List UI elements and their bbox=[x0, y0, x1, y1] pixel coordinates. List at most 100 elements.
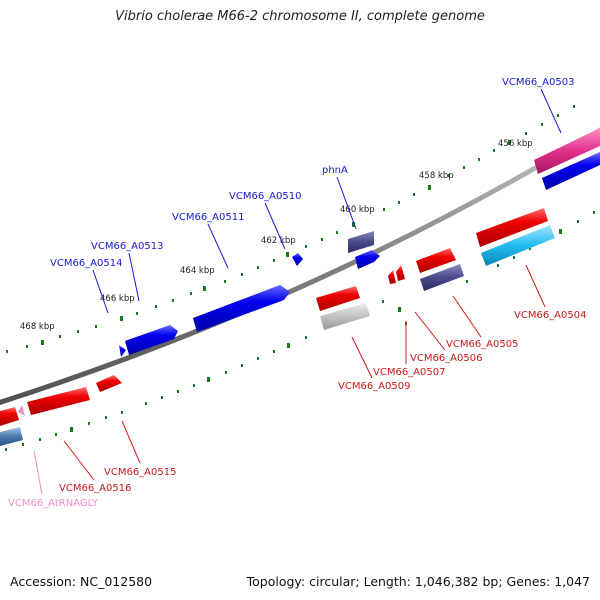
gene-arrow-vcm66-a0509[interactable] bbox=[316, 286, 360, 311]
label-vcm66-a0503[interactable]: VCM66_A0503 bbox=[502, 77, 574, 88]
tick-dot bbox=[161, 396, 163, 399]
tick-label-464: 464 kbp bbox=[180, 266, 215, 276]
label-vcm66-a0513[interactable]: VCM66_A0513 bbox=[91, 241, 163, 252]
tick-major bbox=[398, 307, 401, 312]
gene-arrow-vcm66-a0515[interactable] bbox=[96, 375, 122, 392]
tick-major bbox=[428, 185, 431, 190]
leader-vcm66-a0516 bbox=[63, 440, 95, 481]
gene-arrow-vcm66-a0503[interactable] bbox=[542, 152, 600, 190]
leader-vcm66-a0509 bbox=[351, 336, 373, 379]
gene-arrow-left-edge[interactable] bbox=[0, 407, 19, 426]
tick-dot bbox=[478, 158, 480, 161]
feature-slate-1[interactable] bbox=[348, 231, 374, 253]
gene-arrow-vcm66-a0506[interactable] bbox=[396, 265, 405, 281]
tick-dot bbox=[5, 448, 7, 451]
label-vcm66-a0516[interactable]: VCM66_A0516 bbox=[59, 483, 131, 494]
label-vcm66-a0510[interactable]: VCM66_A0510 bbox=[229, 191, 301, 202]
feature-slate-2[interactable] bbox=[420, 264, 464, 291]
tick-major bbox=[41, 340, 44, 345]
label-vcm66-a0511[interactable]: VCM66_A0511 bbox=[172, 212, 244, 223]
tick-dot bbox=[172, 299, 174, 302]
tick-major bbox=[70, 427, 73, 432]
forward-leaders bbox=[92, 88, 562, 314]
gene-arrow-vcm66-a0511[interactable] bbox=[193, 285, 290, 332]
leader-vcm66-a0514 bbox=[92, 269, 109, 314]
gene-arrow-vcm66-a0516[interactable] bbox=[27, 387, 90, 415]
feature-gray[interactable] bbox=[320, 303, 370, 330]
tick-dot bbox=[513, 256, 515, 259]
tick-dot bbox=[541, 123, 543, 126]
tick-dot bbox=[273, 259, 275, 262]
tick-major bbox=[508, 140, 511, 145]
tick-label-460: 460 kbp bbox=[340, 205, 375, 215]
tick-dot bbox=[257, 266, 259, 269]
leader-vcm66-a0513 bbox=[128, 252, 140, 302]
tick-dot bbox=[224, 280, 226, 283]
tick-dot bbox=[59, 335, 61, 338]
tick-label-468: 468 kbp bbox=[20, 322, 55, 332]
tick-label-466: 466 kbp bbox=[100, 294, 135, 304]
genome-backbone bbox=[0, 127, 600, 406]
tick-dot bbox=[448, 174, 450, 177]
label-phna[interactable]: phnA bbox=[322, 165, 348, 176]
tick-dot bbox=[241, 364, 243, 367]
tick-dot bbox=[321, 238, 323, 241]
tick-dot bbox=[398, 201, 400, 204]
tick-dot bbox=[22, 443, 24, 446]
reverse-leaders bbox=[63, 264, 546, 481]
tick-dot bbox=[257, 357, 259, 360]
tick-dot bbox=[39, 438, 41, 441]
tick-dot bbox=[463, 166, 465, 169]
trna-feature[interactable] bbox=[18, 405, 25, 416]
label-vcm66-a0504[interactable]: VCM66_A0504 bbox=[514, 310, 586, 321]
tick-major bbox=[120, 316, 123, 321]
tick-label-462: 462 kbp bbox=[261, 236, 296, 246]
tick-dot bbox=[577, 220, 579, 223]
tick-dot bbox=[305, 336, 307, 339]
tick-dot bbox=[225, 371, 227, 374]
label-vcm66-a0514[interactable]: VCM66_A0514 bbox=[50, 258, 122, 269]
reverse-genes bbox=[0, 208, 548, 426]
label-vcm66-a0506[interactable]: VCM66_A0506 bbox=[410, 353, 482, 364]
outer-tick-track bbox=[6, 105, 575, 353]
gene-arrow-vcm66-a0504[interactable] bbox=[476, 208, 548, 247]
tick-dot bbox=[241, 273, 243, 276]
tick-dot bbox=[177, 390, 179, 393]
leader-vcm66-a0506 bbox=[414, 311, 446, 351]
leader-vcm66-a0510 bbox=[264, 202, 286, 250]
feature-magenta[interactable] bbox=[534, 128, 600, 174]
gene-arrow-vcm66-a0505[interactable] bbox=[416, 248, 456, 273]
label-vcm66-a0505[interactable]: VCM66_A0505 bbox=[446, 339, 518, 350]
gene-arrow-vcm66-a0513[interactable] bbox=[125, 325, 178, 355]
gene-arrow-vcm66-a0507[interactable] bbox=[388, 270, 396, 284]
label-vcm66-a0509[interactable]: VCM66_A0509 bbox=[338, 381, 410, 392]
tick-dot bbox=[382, 300, 384, 303]
gene-arrow-vcm66-a0510[interactable] bbox=[292, 253, 303, 266]
tick-major bbox=[207, 377, 210, 382]
tick-dot bbox=[136, 312, 138, 315]
tick-dot bbox=[529, 247, 531, 250]
tick-dot bbox=[190, 292, 192, 295]
gene-arrow-vcm66-a0514[interactable] bbox=[119, 345, 126, 357]
tick-major bbox=[287, 343, 290, 348]
leader-vcm66-a0503 bbox=[540, 88, 562, 134]
tick-dot bbox=[525, 132, 527, 135]
label-vcm66-atrnagly[interactable]: VCM66_AtRNAGLY bbox=[8, 498, 99, 509]
tick-dot bbox=[413, 193, 415, 196]
tick-dot bbox=[493, 149, 495, 152]
tick-major bbox=[559, 229, 562, 234]
feature-cyan[interactable] bbox=[481, 225, 555, 266]
label-vcm66-a0515[interactable]: VCM66_A0515 bbox=[104, 467, 176, 478]
gene-arrow-phna[interactable] bbox=[355, 250, 380, 269]
feature-steel[interactable] bbox=[0, 427, 23, 446]
leader-vcm66-a0504 bbox=[525, 264, 546, 308]
tick-dot bbox=[145, 402, 147, 405]
tick-dot bbox=[336, 231, 338, 234]
label-vcm66-a0507[interactable]: VCM66_A0507 bbox=[373, 367, 445, 378]
tick-dot bbox=[95, 325, 97, 328]
tick-dot bbox=[593, 211, 595, 214]
tick-dot bbox=[6, 350, 8, 353]
tick-dot bbox=[273, 350, 275, 353]
tick-dot bbox=[121, 411, 123, 414]
